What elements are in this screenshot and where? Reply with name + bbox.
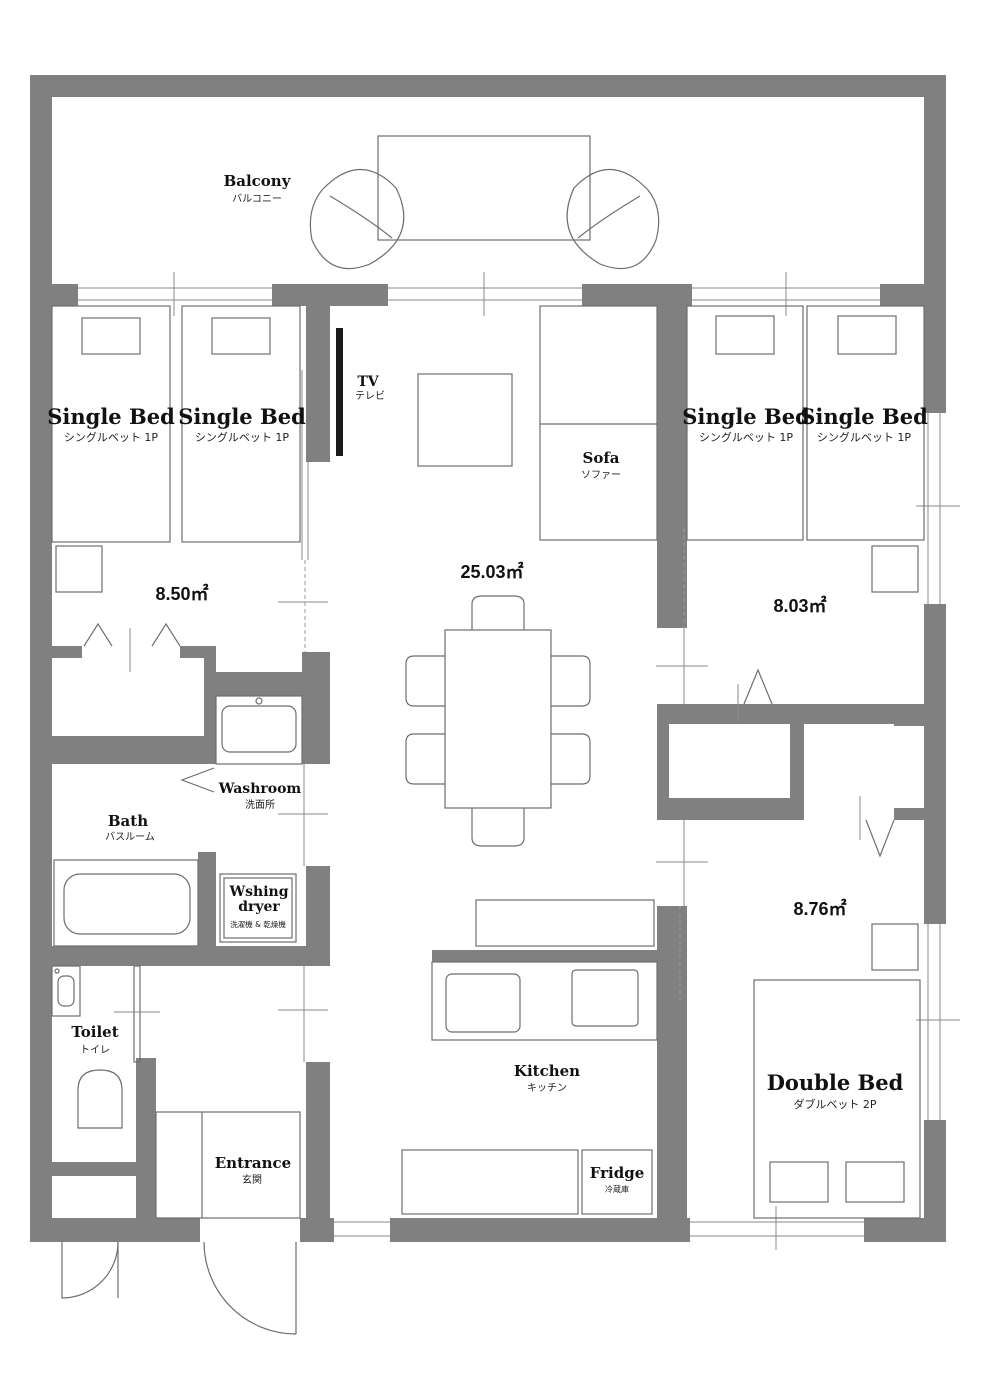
bed4-label: Single Bed	[800, 404, 928, 429]
tv-label: TV	[357, 374, 379, 390]
kitchen-label: Kitchen	[514, 1062, 580, 1080]
double-bed-label: Double Bed	[767, 1070, 904, 1095]
bed1-label-jp: シングルベット 1P	[64, 430, 158, 444]
bath-furniture	[53, 695, 303, 947]
walls	[30, 75, 946, 1242]
double-bed-label-jp: ダブルベット 2P	[793, 1097, 876, 1111]
bed2-label: Single Bed	[178, 404, 306, 429]
living-furniture	[336, 305, 658, 947]
right-bedroom-furniture	[686, 305, 925, 858]
dryer-label-2: dryer	[238, 899, 280, 915]
double-bedroom-furniture	[753, 923, 921, 1219]
sliding-doors	[278, 370, 708, 1062]
toilet-label-jp: トイレ	[80, 1045, 110, 1056]
bed1-label: Single Bed	[47, 404, 175, 429]
balcony-label: Balcony	[224, 172, 292, 190]
dryer-label-1: Wshing	[228, 884, 288, 900]
kitchen-label-jp: キッチン	[527, 1082, 567, 1094]
entrance-label-jp: 玄関	[242, 1173, 262, 1186]
bath-label-jp: バスルーム	[105, 831, 155, 843]
kitchen-furniture	[401, 961, 658, 1215]
left-bedroom-area: 8.50㎡	[155, 583, 208, 604]
bed3-label: Single Bed	[682, 404, 810, 429]
room-labels: Balcony バルコニー TV テレビ Sofa ソファー Single Be…	[47, 172, 928, 1194]
tv-icon	[336, 328, 343, 456]
bath-label: Bath	[108, 812, 148, 830]
balcony-furniture	[309, 135, 660, 270]
bed4-label-jp: シングルベット 1P	[817, 430, 911, 444]
washroom-label-jp: 洗面所	[245, 799, 275, 811]
dryer-label-jp: 洗濯機 & 乾燥機	[230, 919, 286, 929]
toilet-label: Toilet	[71, 1023, 118, 1041]
tv-label-jp: テレビ	[355, 390, 385, 402]
bottom-bedroom-area: 8.76㎡	[793, 898, 846, 919]
left-bedroom-furniture	[51, 305, 301, 672]
sofa-label: Sofa	[582, 449, 619, 467]
bed2-label-jp: シングルベット 1P	[195, 430, 289, 444]
balcony-label-jp: バルコニー	[232, 193, 282, 205]
living-area: 25.03㎡	[460, 561, 523, 582]
entrance-label: Entrance	[215, 1154, 291, 1172]
windows	[78, 272, 960, 1250]
toilet-furniture	[51, 965, 301, 1335]
area-labels: 8.50㎡ 25.03㎡ 8.03㎡ 8.76㎡	[155, 561, 846, 919]
right-bedroom-area: 8.03㎡	[773, 595, 826, 616]
sofa-label-jp: ソファー	[581, 470, 621, 481]
fridge-label-jp: 冷蔵庫	[605, 1184, 629, 1194]
bed3-label-jp: シングルベット 1P	[699, 430, 793, 444]
fridge-label: Fridge	[590, 1164, 645, 1182]
washroom-label: Washroom	[218, 781, 302, 797]
